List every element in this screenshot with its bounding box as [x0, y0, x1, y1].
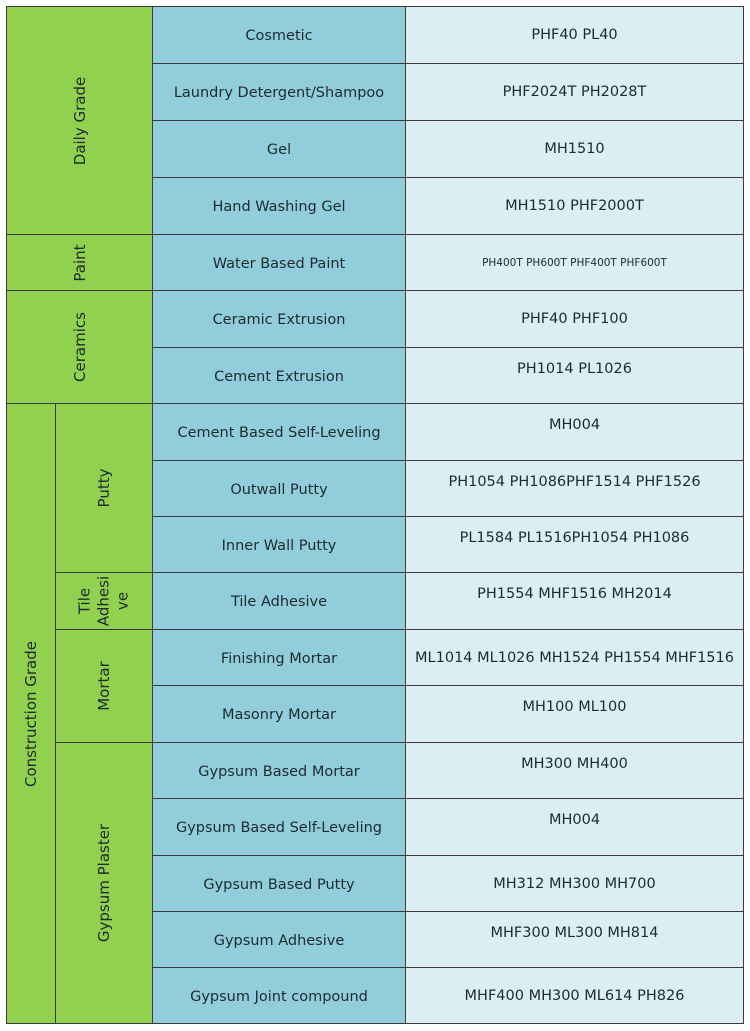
products-cell: PHF40 PL40	[405, 6, 744, 64]
category-daily-grade-label: Daily Grade	[70, 76, 89, 165]
products-cell: MH1510	[405, 120, 744, 178]
category-daily-grade: Daily Grade	[6, 6, 153, 235]
application-cell: Cement Based Self-Leveling	[152, 403, 406, 461]
subcategory-gypsum-plaster: Gypsum Plaster	[55, 742, 153, 1024]
products-cell: PH1554 MHF1516 MH2014	[405, 572, 744, 630]
tile-adhesive-line-2: Adhesi	[94, 575, 113, 627]
products-cell: MH004	[405, 403, 744, 461]
tile-adhesive-line-3: ve	[113, 591, 132, 611]
products-cell: MHF300 ML300 MH814	[405, 911, 744, 968]
products-cell: MH004	[405, 798, 744, 856]
products-cell: ML1014 ML1026 MH1524 PH1554 MHF1516	[405, 629, 744, 686]
products-cell: MH100 ML100	[405, 685, 744, 743]
application-cell: Inner Wall Putty	[152, 516, 406, 573]
category-ceramics-label: Ceramics	[70, 312, 89, 382]
category-construction-grade-label: Construction Grade	[22, 640, 40, 787]
category-paint: Paint	[6, 234, 153, 291]
subcategory-tile-adhesive-label: Tile Adhesi ve	[76, 576, 133, 626]
application-cell: Gypsum Adhesive	[152, 911, 406, 968]
application-cell: Finishing Mortar	[152, 629, 406, 686]
application-cell: Gel	[152, 120, 406, 178]
products-cell: MH300 MH400	[405, 742, 744, 799]
application-cell: Outwall Putty	[152, 460, 406, 517]
category-ceramics: Ceramics	[6, 290, 153, 404]
subcategory-tile-adhesive: Tile Adhesi ve	[55, 572, 153, 630]
application-cell: Gypsum Based Putty	[152, 855, 406, 912]
products-cell: PH1014 PL1026	[405, 347, 744, 404]
application-cell: Laundry Detergent/Shampoo	[152, 63, 406, 121]
category-paint-label: Paint	[70, 243, 89, 282]
subcategory-mortar-label: Mortar	[95, 661, 113, 711]
category-construction-grade: Construction Grade	[6, 403, 56, 1024]
products-cell: MH1510 PHF2000T	[405, 177, 744, 235]
application-cell: Water Based Paint	[152, 234, 406, 291]
products-cell: PH400T PH600T PHF400T PHF600T	[405, 234, 744, 291]
application-cell: Hand Washing Gel	[152, 177, 406, 235]
application-cell: Masonry Mortar	[152, 685, 406, 743]
application-cell: Gypsum Based Self-Leveling	[152, 798, 406, 856]
products-cell: PHF2024T PH2028T	[405, 63, 744, 121]
application-cell: Cosmetic	[152, 6, 406, 64]
application-cell: Gypsum Joint compound	[152, 967, 406, 1024]
products-cell: MHF400 MH300 ML614 PH826	[405, 967, 744, 1024]
subcategory-putty-label: Putty	[95, 468, 113, 508]
products-cell: MH312 MH300 MH700	[405, 855, 744, 912]
subcategory-gypsum-plaster-label: Gypsum Plaster	[95, 823, 113, 943]
subcategory-putty: Putty	[55, 403, 153, 573]
tile-adhesive-line-1: Tile	[75, 587, 94, 615]
application-cell: Cement Extrusion	[152, 347, 406, 404]
products-cell: PH1054 PH1086PHF1514 PHF1526	[405, 460, 744, 517]
products-cell: PHF40 PHF100	[405, 290, 744, 348]
subcategory-mortar: Mortar	[55, 629, 153, 743]
application-cell: Gypsum Based Mortar	[152, 742, 406, 799]
products-cell: PL1584 PL1516PH1054 PH1086	[405, 516, 744, 573]
application-cell: Tile Adhesive	[152, 572, 406, 630]
application-cell: Ceramic Extrusion	[152, 290, 406, 348]
